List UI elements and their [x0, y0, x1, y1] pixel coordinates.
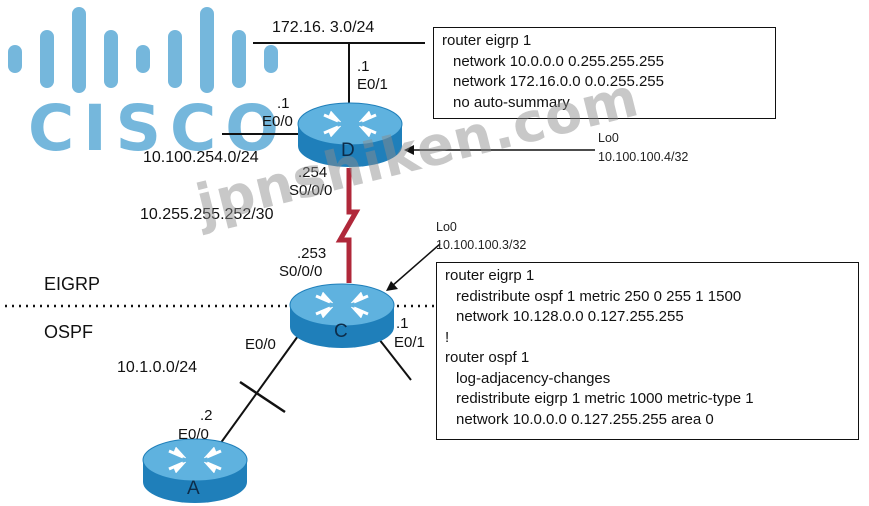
c-right-if-name: E0/1 [394, 334, 425, 351]
arrow-head-lo0-d [404, 145, 414, 155]
config-d-line-1: router eigrp 1 [442, 32, 532, 49]
d-loopback-ip: 10.100.100.4/32 [598, 150, 689, 164]
config-c-line-6: log-adjacency-changes [456, 369, 611, 387]
c-loopback-name: Lo0 [436, 220, 457, 234]
router-d-shape [297, 102, 403, 167]
c-serial-if-name: S0/0/0 [279, 263, 323, 280]
arrow-lo0-c [391, 243, 441, 287]
config-c-line-1: router eigrp 1 [445, 267, 535, 284]
d-serial-if-ip: .254 [298, 164, 328, 181]
a-if-name: E0/0 [178, 426, 209, 443]
config-c-line-3: network 10.128.0.0 0.127.255.255 [456, 308, 684, 325]
router-d-label: D [341, 140, 355, 161]
cisco-logo-bars [8, 7, 278, 93]
arrow-head-lo0-c [386, 281, 398, 291]
d-left-if-name: E0/0 [262, 113, 293, 130]
d-left-if-ip: .1 [277, 95, 290, 112]
router-c-label: C [334, 321, 348, 342]
c-right-if-ip: .1 [396, 315, 409, 332]
config-c-line-8: network 10.0.0.0 0.127.255.255 area 0 [456, 410, 714, 428]
link-c-a [206, 335, 299, 463]
router-a-shape [142, 438, 248, 503]
protocol-label-ospf: OSPF [44, 322, 94, 342]
d-loopback-name: Lo0 [598, 131, 619, 145]
c-left-if-name: E0/0 [245, 336, 276, 353]
a-if-ip: .2 [200, 407, 213, 424]
config-c-line-5: router ospf 1 [445, 349, 530, 366]
d-top-if-ip: .1 [357, 58, 370, 75]
c-serial-if-ip: .253 [297, 245, 327, 262]
d-top-if-name: E0/1 [357, 76, 388, 93]
network-label-top: 172.16. 3.0/24 [272, 19, 375, 36]
config-c-line-7: redistribute eigrp 1 metric 1000 metric-… [456, 390, 754, 407]
config-d-line-2: network 10.0.0.0 0.255.255.255 [453, 52, 664, 70]
config-d-line-3: network 172.16.0.0 0.0.255.255 [453, 73, 664, 90]
link-c-e01 [374, 333, 412, 381]
network-label-c-a: 10.1.0.0/24 [117, 359, 198, 376]
config-c-line-2: redistribute ospf 1 metric 250 0 255 1 1… [456, 287, 742, 305]
router-c-shape [289, 283, 395, 348]
protocol-label-eigrp: EIGRP [44, 274, 101, 294]
network-label-serial: 10.255.255.252/30 [140, 206, 274, 223]
serial-link-d-c [335, 168, 361, 283]
config-box-router-d: router eigrp 1 network 10.0.0.0 0.255.25… [433, 27, 776, 119]
network-label-d-left: 10.100.254.0/24 [143, 149, 259, 166]
d-serial-if-name: S0/0/0 [289, 182, 333, 199]
c-loopback-ip: 10.100.100.3/32 [436, 238, 527, 252]
network-marker-c-a [239, 380, 286, 414]
config-d-line-4: no auto-summary [453, 93, 570, 111]
config-c-line-4: ! [445, 328, 450, 346]
cisco-logo-wordmark: CISCO [28, 92, 288, 165]
router-a-label: A [187, 478, 200, 499]
config-box-router-c: router eigrp 1 redistribute ospf 1 metri… [436, 262, 859, 440]
